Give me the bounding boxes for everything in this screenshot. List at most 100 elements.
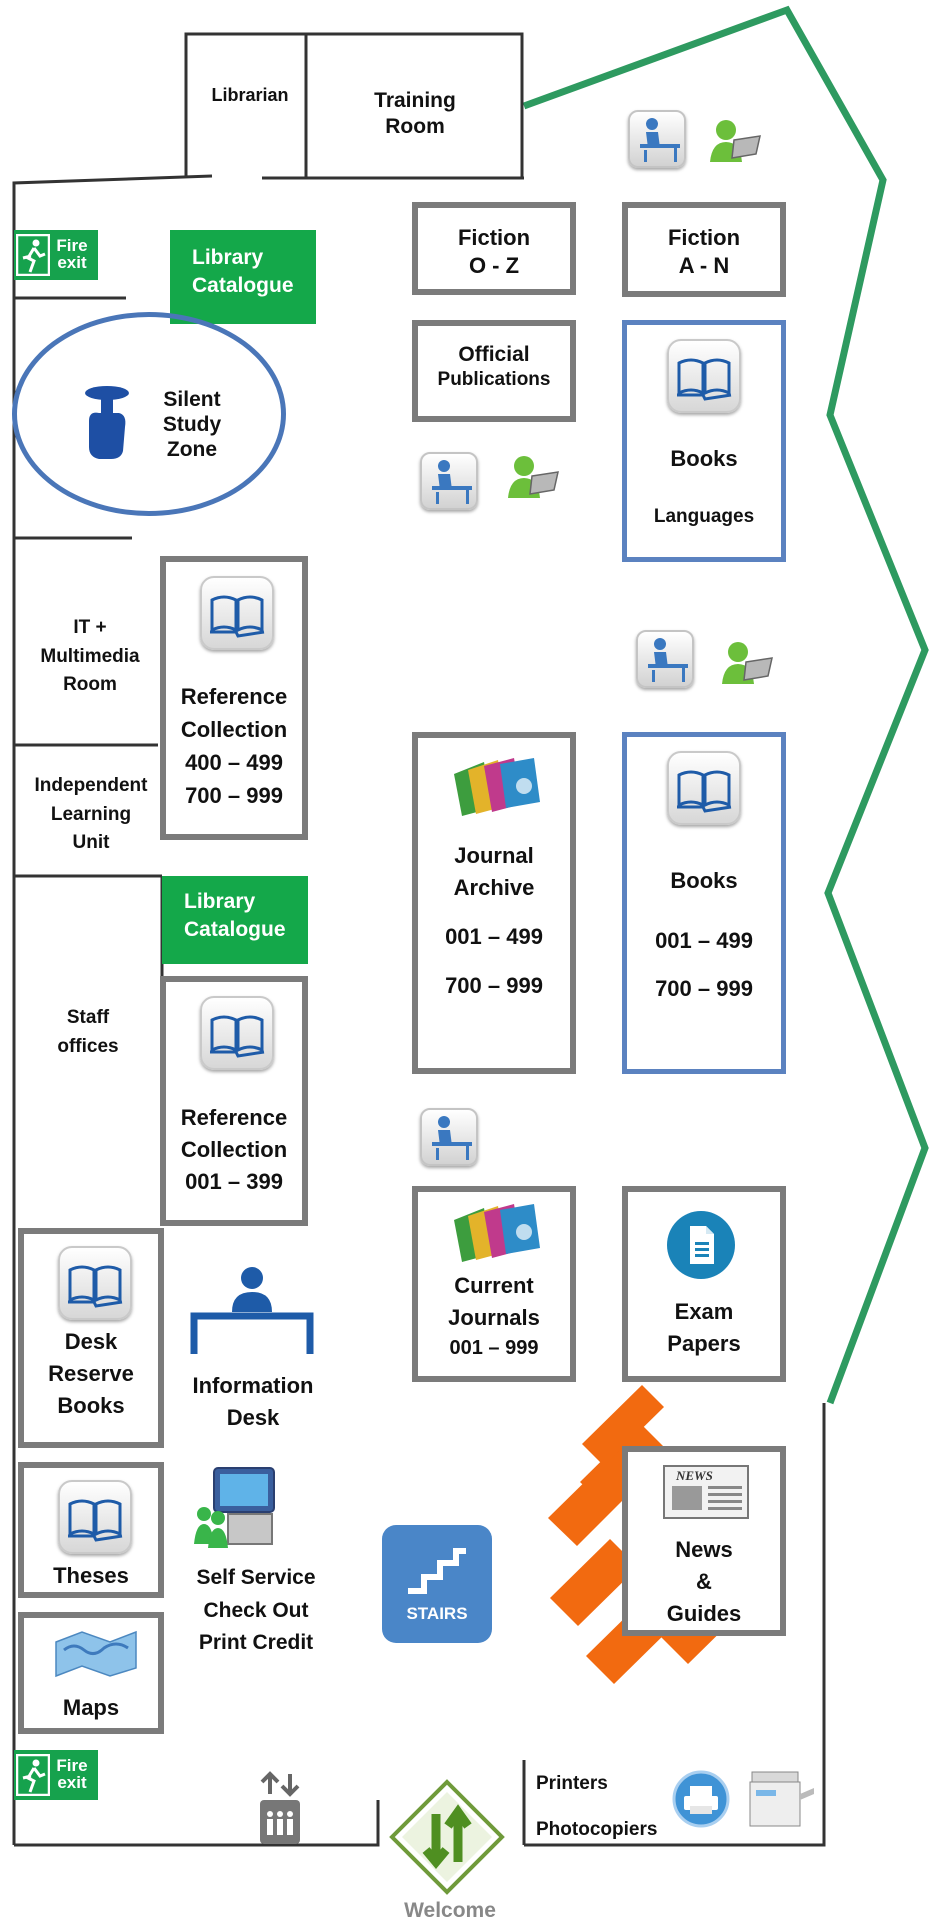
fire-exit-icon: [16, 234, 50, 276]
stairs[interactable]: STAIRS: [382, 1525, 492, 1643]
reference-collection-1[interactable]: Reference Collection 400 – 499 700 – 999: [160, 556, 308, 840]
printers-text: Printers: [536, 1773, 608, 1794]
books-main[interactable]: Books 001 – 499 700 – 999: [622, 732, 786, 1074]
journal-archive-label-1: Journal: [454, 843, 534, 868]
silent-label-3: Zone: [166, 438, 218, 462]
document-icon: [667, 1211, 735, 1279]
interior-walls: [12, 32, 826, 1847]
journal-archive[interactable]: Journal Archive 001 – 499 700 – 999: [412, 732, 576, 1074]
desk-reserve-label-2: Reserve: [48, 1360, 134, 1386]
book-icon: [200, 996, 274, 1070]
book-icon: [667, 339, 741, 413]
ref2-label-2: Collection: [180, 1136, 288, 1162]
printer-icon[interactable]: [672, 1770, 730, 1828]
it-label-3: Room: [63, 674, 117, 695]
book-icon: [200, 576, 274, 650]
theses[interactable]: Theses: [18, 1462, 164, 1598]
information-desk[interactable]: Information Desk: [178, 1370, 328, 1434]
welcome-text: Welcome: [404, 1899, 496, 1922]
journal-icon: [454, 1204, 540, 1262]
books-lang-title: Books: [670, 446, 738, 471]
catalogue2-label-1: Library: [184, 890, 256, 913]
journal-archive-range-2: 700 – 999: [445, 973, 543, 998]
stairs-label: STAIRS: [406, 1604, 468, 1623]
staff-label-1: Staff: [66, 1007, 110, 1028]
room-independent-learning: Independent Learning Unit: [14, 772, 168, 858]
books-main-range-1: 001 – 499: [655, 928, 753, 953]
desk-reserve-books[interactable]: Desk Reserve Books: [18, 1228, 164, 1448]
book-icon: [667, 751, 741, 825]
official-publications[interactable]: Official Publications: [412, 320, 576, 422]
newspaper-icon: NEWS: [663, 1465, 749, 1519]
catalogue-label-2: Catalogue: [192, 274, 294, 298]
librarian-label: Librarian: [211, 85, 289, 105]
desk-reserve-label-1: Desk: [64, 1329, 118, 1354]
official-label-1: Official: [458, 343, 530, 366]
study-desk-icon: [628, 110, 686, 168]
news-label-1: News: [675, 1537, 733, 1562]
book-icon: [58, 1246, 132, 1320]
stairs-icon: [408, 1548, 466, 1594]
silent-label-1: Silent: [163, 388, 221, 411]
journal-icon: [454, 758, 540, 816]
ref1-label-1: Reference: [180, 684, 288, 709]
ref1-label-3: 400 – 499: [185, 750, 283, 775]
book-icon: [58, 1480, 132, 1554]
map-icon: [55, 1630, 137, 1678]
silent-study-zone: Silent Study Zone: [12, 312, 286, 516]
room-it-multimedia: IT + Multimedia Room: [18, 614, 162, 700]
catalogue-label-1: Library: [192, 246, 264, 269]
news-and-guides[interactable]: NEWS News & Guides: [622, 1446, 786, 1636]
computer-user-icon: [710, 120, 761, 162]
photocopier-icon[interactable]: [746, 1764, 816, 1830]
self-service-label-3: Print Credit: [198, 1631, 314, 1655]
current-journals-range: 001 – 999: [449, 1336, 539, 1359]
ref1-label-4: 700 – 999: [185, 783, 283, 808]
ilu-label-1: Independent: [34, 775, 148, 796]
books-main-range-2: 700 – 999: [655, 976, 753, 1001]
fire-exit-bottom-label-2: exit: [57, 1773, 87, 1792]
fire-exit-label-2: exit: [57, 253, 87, 272]
exam-label-1: Exam: [674, 1299, 734, 1324]
entrance-arrows-icon[interactable]: [388, 1778, 506, 1896]
theses-label: Theses: [53, 1563, 129, 1588]
fiction-oz-label-1: Fiction: [457, 225, 531, 250]
ref1-label-2: Collection: [180, 717, 288, 742]
lift-icon[interactable]: [256, 1770, 304, 1846]
computer-user-icon: [508, 456, 559, 498]
journal-archive-range-1: 001 – 499: [445, 924, 543, 949]
fire-exit-bottom-label-1: Fire: [56, 1756, 88, 1775]
exam-papers[interactable]: Exam Papers: [622, 1186, 786, 1382]
library-catalogue-middle[interactable]: Library Catalogue: [162, 876, 308, 964]
fiction-a-n[interactable]: Fiction A - N: [622, 202, 786, 297]
silent-label-2: Study: [162, 413, 222, 437]
info-desk-label-2: Desk: [226, 1404, 280, 1430]
books-languages[interactable]: Books Languages: [622, 320, 786, 562]
fire-exit-sign-top: Fire exit: [14, 230, 98, 280]
computer-user-icon: [722, 642, 773, 684]
catalogue2-label-2: Catalogue: [184, 918, 286, 942]
journal-archive-label-2: Archive: [453, 874, 535, 900]
printers-label: Printers: [536, 1772, 608, 1796]
self-service-check-out[interactable]: Self Service Check Out Print Credit: [180, 1562, 332, 1660]
maps[interactable]: Maps: [18, 1612, 164, 1734]
info-desk-label-1: Information: [192, 1373, 314, 1398]
photocopiers-label: Photocopiers: [536, 1818, 657, 1842]
newspaper-title-text: NEWS: [675, 1468, 713, 1483]
official-label-2: Publications: [437, 369, 551, 391]
it-label-2: Multimedia: [40, 645, 140, 667]
room-librarian: Librarian: [190, 84, 310, 107]
exterior-wall-green: [522, 5, 929, 1405]
photocopiers-text: Photocopiers: [536, 1819, 658, 1840]
fiction-oz-label-2: O - Z: [468, 252, 520, 278]
welcome-label: Welcome: [380, 1898, 520, 1924]
books-lang-sub: Languages: [653, 506, 755, 527]
desk-reserve-label-3: Books: [57, 1392, 125, 1418]
current-journals[interactable]: Current Journals 001 – 999: [412, 1186, 576, 1382]
library-catalogue-top[interactable]: Library Catalogue: [170, 230, 316, 324]
fiction-an-label-2: A - N: [678, 252, 730, 278]
reference-collection-2[interactable]: Reference Collection 001 – 399: [160, 976, 308, 1226]
room-training: Training Room: [330, 88, 500, 141]
self-service-kiosk-icon: [194, 1467, 275, 1548]
fiction-o-z[interactable]: Fiction O - Z: [412, 202, 576, 295]
